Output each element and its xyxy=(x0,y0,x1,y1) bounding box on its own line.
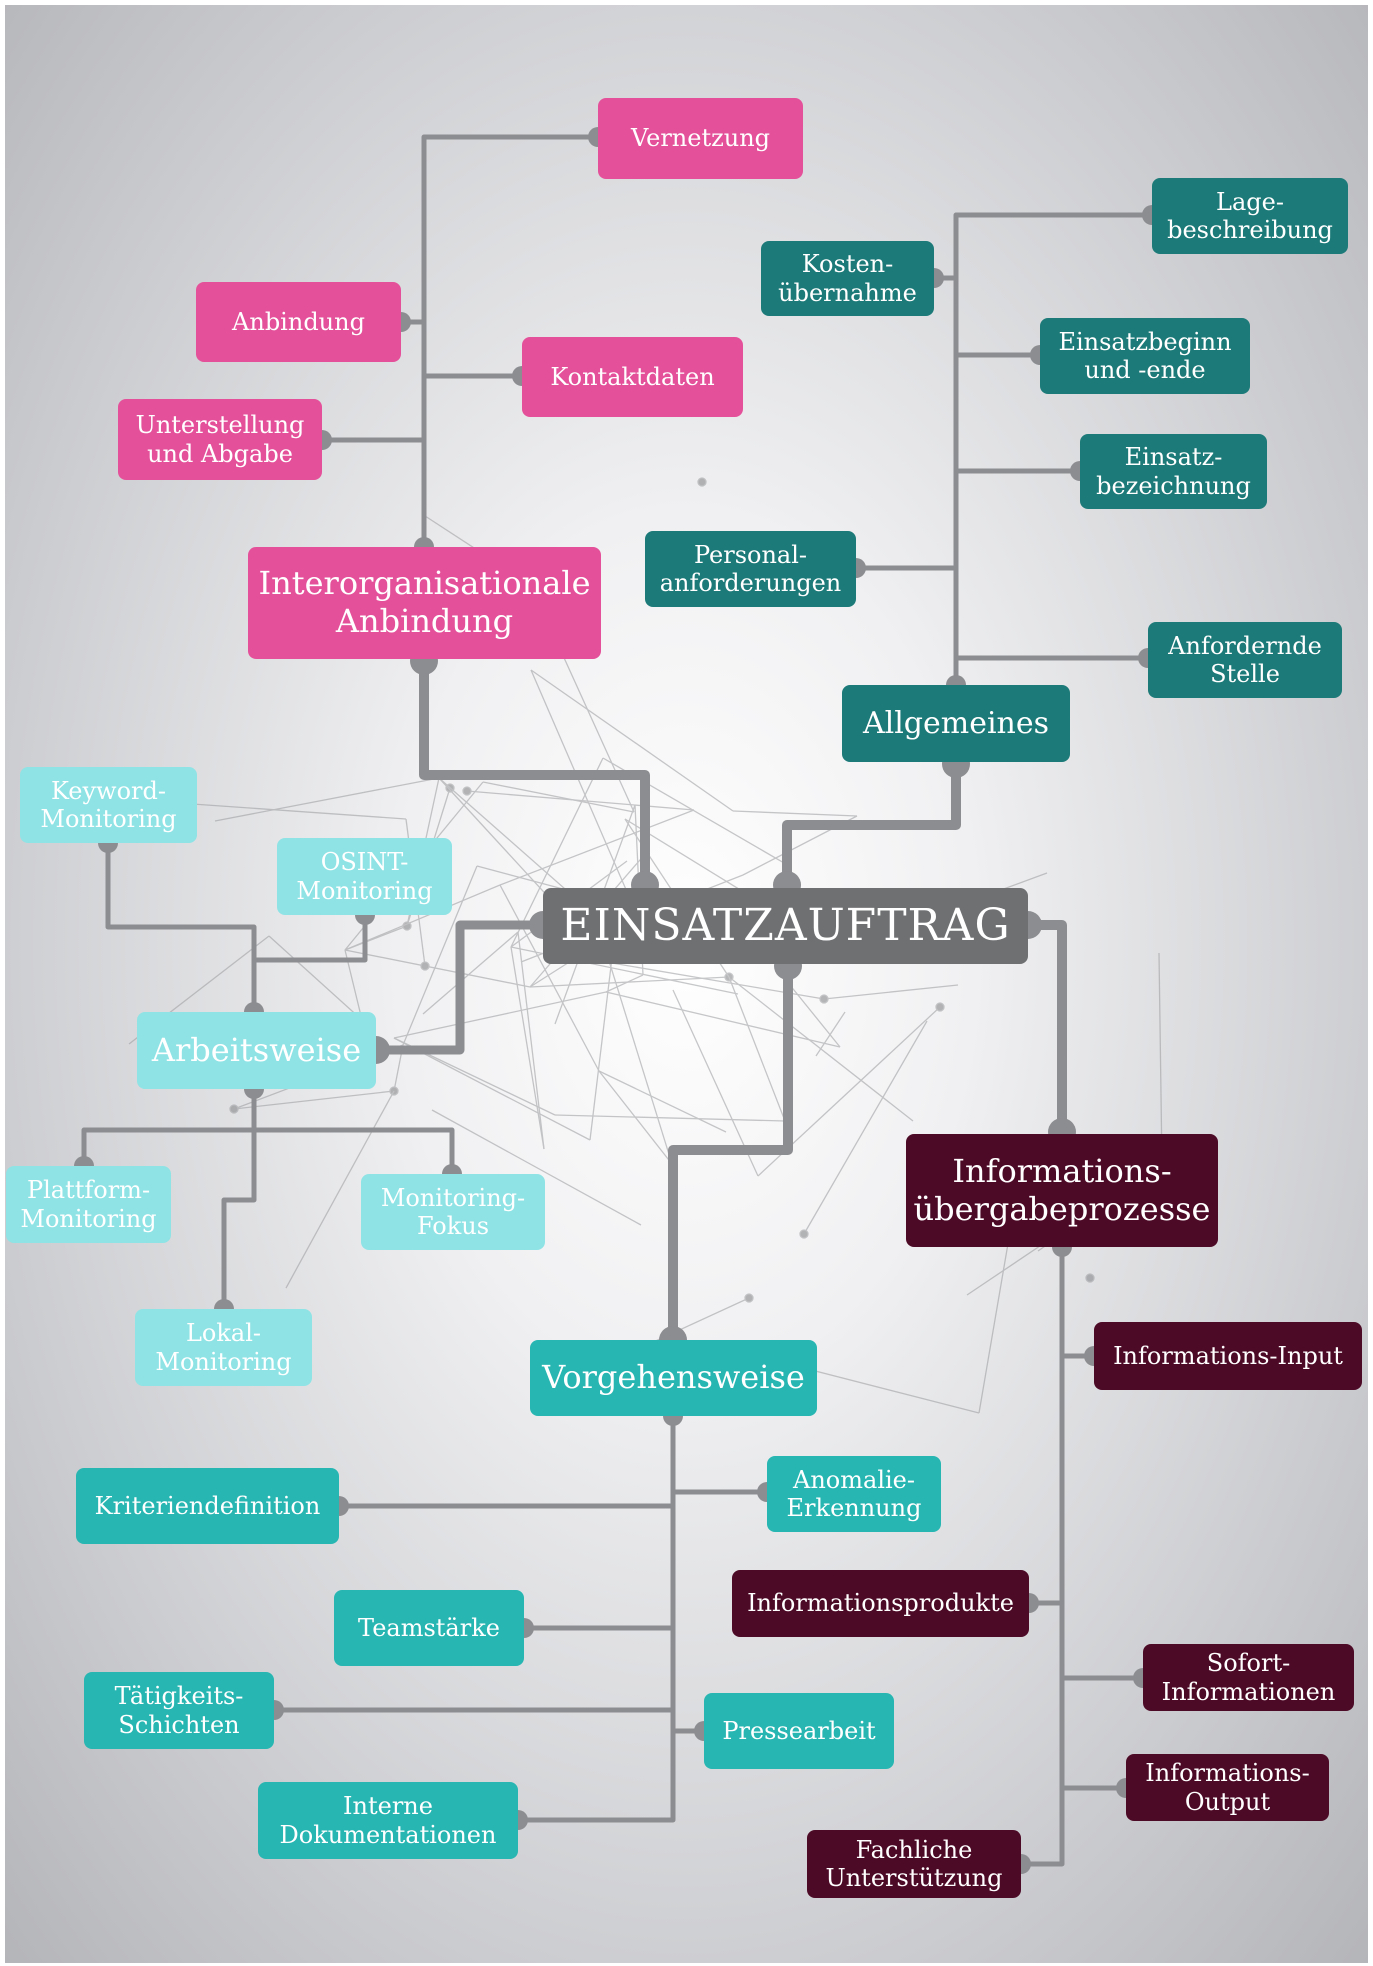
connector-line xyxy=(953,212,1152,685)
trunk-arbeitsweise xyxy=(376,920,543,1055)
network-line xyxy=(605,991,841,1048)
network-node xyxy=(744,1293,754,1303)
trunk-interorganisationale xyxy=(419,661,650,885)
network-line xyxy=(598,1070,673,1165)
leaf-keyword-monitoring: Keyword- Monitoring xyxy=(20,767,197,843)
network-line xyxy=(1158,952,1163,1166)
leaf-pressearbeit: Pressearbeit xyxy=(704,1693,894,1769)
leaf-informationsprodukte: Informationsprodukte xyxy=(732,1570,1029,1637)
leaf-teamstaerke: Teamstärke xyxy=(334,1590,524,1666)
network-line xyxy=(823,984,959,1000)
leaf-lagebeschreibung: Lage- beschreibung xyxy=(1152,178,1348,254)
leaf-monitoring-fokus: Monitoring- Fokus xyxy=(361,1174,545,1250)
connectors xyxy=(81,134,1152,1867)
branch-allgemeines: Allgemeines xyxy=(842,685,1070,762)
leaf-anbindung: Anbindung xyxy=(196,282,401,362)
network-line xyxy=(815,1011,846,1057)
branch-vorgehensweise: Vorgehensweise xyxy=(530,1340,817,1416)
network-line xyxy=(598,1070,727,1133)
network-node xyxy=(799,1229,809,1239)
leaf-informations-input: Informations-Input xyxy=(1094,1322,1362,1390)
leaf-informations-output: Informations- Output xyxy=(1126,1754,1329,1821)
leaf-taetigkeits-schichten: Tätigkeits- Schichten xyxy=(84,1672,274,1749)
network-node xyxy=(697,477,707,487)
network-line xyxy=(728,976,914,1122)
connector-line xyxy=(518,1416,676,1823)
branch-arbeitsweise: Arbeitsweise xyxy=(137,1012,376,1089)
network-node xyxy=(462,786,472,796)
network-line xyxy=(803,1020,928,1235)
connector-line xyxy=(105,843,257,1012)
network-line xyxy=(422,931,519,1015)
connector-line xyxy=(1021,1247,1065,1867)
leaf-einsatzbezeichnung: Einsatz- bezeichnung xyxy=(1080,434,1267,509)
leaf-fachliche-unterstuetzung: Fachliche Unterstützung xyxy=(807,1830,1021,1898)
network-line xyxy=(499,809,695,886)
network-line xyxy=(517,931,545,1150)
network-line xyxy=(393,991,607,1039)
connector-line xyxy=(254,1127,455,1174)
trunk-vorgehensweise xyxy=(668,966,793,1340)
network-line xyxy=(530,669,734,812)
connector-line xyxy=(254,915,368,963)
network-line xyxy=(402,865,478,1046)
network-line xyxy=(482,781,635,813)
leaf-osint-monitoring: OSINT- Monitoring xyxy=(277,838,452,915)
network-line xyxy=(732,810,858,817)
network-line xyxy=(285,1090,395,1289)
network-line xyxy=(530,669,635,909)
network-node xyxy=(420,961,430,971)
network-line xyxy=(431,1109,642,1226)
leaf-kriteriendefinition: Kriteriendefinition xyxy=(76,1468,339,1544)
network-line xyxy=(177,802,407,820)
network-line xyxy=(268,935,363,1021)
leaf-unterstellung-und-abgabe: Unterstellung und Abgabe xyxy=(118,399,322,480)
network-node xyxy=(935,1002,945,1012)
network-line xyxy=(510,757,604,948)
network-line xyxy=(233,1090,395,1110)
leaf-personalanforderungen: Personal- anforderungen xyxy=(645,531,856,607)
leaf-vernetzung: Vernetzung xyxy=(598,98,803,179)
center-node: EINSATZAUFTRAG xyxy=(543,888,1028,964)
connector-line xyxy=(221,1089,257,1309)
leaf-anomalie-erkennung: Anomalie- Erkennung xyxy=(767,1456,941,1532)
network-line xyxy=(605,974,644,993)
leaf-kontaktdaten: Kontaktdaten xyxy=(522,337,743,417)
leaf-lokal-monitoring: Lokal- Monitoring xyxy=(135,1309,312,1386)
network-line xyxy=(466,790,695,811)
network-line xyxy=(344,884,501,951)
leaf-plattform-monitoring: Plattform- Monitoring xyxy=(6,1166,171,1243)
connector-line xyxy=(81,1089,257,1166)
network-line xyxy=(214,777,440,822)
leaf-sofort-informationen: Sofort- Informationen xyxy=(1143,1644,1354,1711)
leaf-einsatzbeginn-und-ende: Einsatzbeginn und -ende xyxy=(1040,318,1250,394)
network-node xyxy=(229,1104,239,1114)
network-node xyxy=(819,994,829,1004)
network-line xyxy=(529,976,730,988)
connector-line xyxy=(421,134,598,547)
network-line xyxy=(554,1114,786,1122)
branch-interorganisationale-anbindung: Interorganisationale Anbindung xyxy=(248,547,601,659)
network-line xyxy=(344,949,531,988)
network-line xyxy=(510,946,545,1150)
leaf-anfordernde-stelle: Anfordernde Stelle xyxy=(1148,622,1342,698)
leaf-interne-dokumentationen: Interne Dokumentationen xyxy=(258,1782,518,1859)
leaf-kostenuebernahme: Kosten- übernahme xyxy=(761,241,934,316)
network-node xyxy=(1085,1273,1095,1283)
trunk-informationsuebergabe xyxy=(1028,920,1067,1132)
network-line xyxy=(499,884,600,1072)
branch-informationsuebergabeprozesse: Informations- übergabeprozesse xyxy=(906,1134,1218,1247)
network-line xyxy=(978,1231,1011,1414)
network-line xyxy=(728,976,786,1122)
network-line xyxy=(393,1037,591,1141)
trunk-allgemeines xyxy=(782,764,961,885)
network-line xyxy=(609,963,673,1165)
